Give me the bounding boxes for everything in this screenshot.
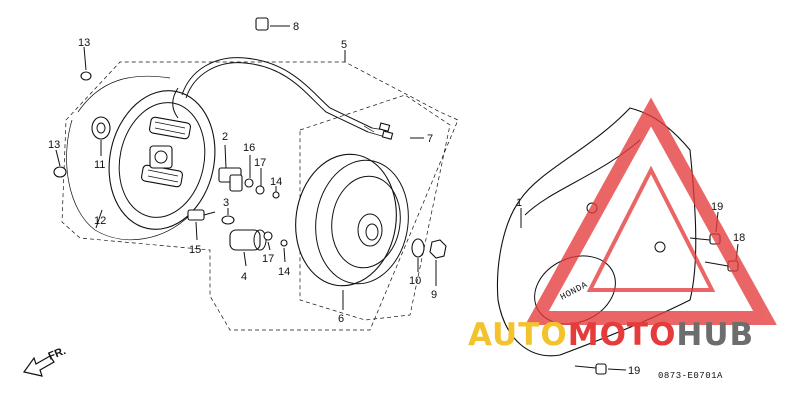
callout-label: 11	[94, 159, 105, 171]
watermark-text: AUTOMOTOHUB	[468, 317, 754, 353]
callout-label: 13	[48, 139, 60, 151]
direction-label: FR.	[47, 345, 68, 363]
callout-label: 18	[733, 232, 745, 244]
drawing-code: 0873-E0701A	[658, 371, 723, 381]
o-ring-upper	[80, 71, 92, 81]
callout-label: 19	[711, 201, 723, 213]
flywheel	[295, 153, 409, 287]
wire-harness	[181, 57, 373, 129]
watermark-text-moto: MOTO	[568, 317, 677, 353]
watermark-text-hub: HUB	[676, 317, 754, 353]
callout-label: 15	[189, 244, 201, 256]
front-direction-arrow: FR.	[22, 345, 68, 377]
bolt-19-lower	[574, 363, 607, 375]
callout-label: 3	[223, 197, 229, 209]
stator-group-outline	[61, 61, 459, 331]
callout-label: 14	[278, 266, 290, 278]
callout-label: 17	[254, 157, 266, 169]
callout-label: 12	[94, 215, 106, 227]
callout-label: 13	[78, 37, 90, 49]
collar	[221, 215, 235, 225]
washer-10	[411, 238, 425, 258]
callout-label: 8	[293, 21, 299, 33]
callout-label: 10	[409, 275, 421, 287]
callout-label: 16	[243, 142, 255, 154]
callout-label: 6	[338, 313, 344, 325]
grommet	[255, 17, 269, 31]
watermark-triangle	[525, 97, 777, 325]
callout-label: 2	[222, 131, 228, 143]
watermark-text-auto: AUTO	[468, 317, 568, 353]
watermark-logo	[525, 97, 777, 325]
washer-16	[244, 178, 254, 188]
callout-label: 14	[270, 176, 282, 188]
callout-label: 9	[431, 289, 437, 301]
callout-label: 1	[516, 197, 522, 209]
o-ring-lower	[53, 166, 67, 178]
screw-14-lower	[280, 239, 288, 247]
bolt-15	[187, 209, 216, 221]
exciter-coil	[229, 229, 267, 251]
washer-17-lower	[263, 231, 273, 241]
callout-label: 19	[628, 365, 640, 377]
pulse-generator	[218, 167, 243, 192]
callout-label: 7	[427, 133, 433, 145]
callout-labels: 1 2 3 4 5 6 7 8 9 10 11 12 13 13 14 14 1…	[48, 21, 745, 377]
nut-9	[429, 239, 447, 259]
callout-label: 5	[341, 39, 347, 51]
gasket	[66, 119, 191, 241]
oil-seal	[91, 116, 111, 140]
callout-label: 17	[262, 253, 274, 265]
stator-plate	[108, 90, 216, 230]
washer-17-upper	[255, 185, 265, 195]
screw-14-upper	[272, 191, 280, 199]
callout-label: 4	[241, 271, 247, 283]
flywheel-group-outline	[299, 94, 451, 321]
